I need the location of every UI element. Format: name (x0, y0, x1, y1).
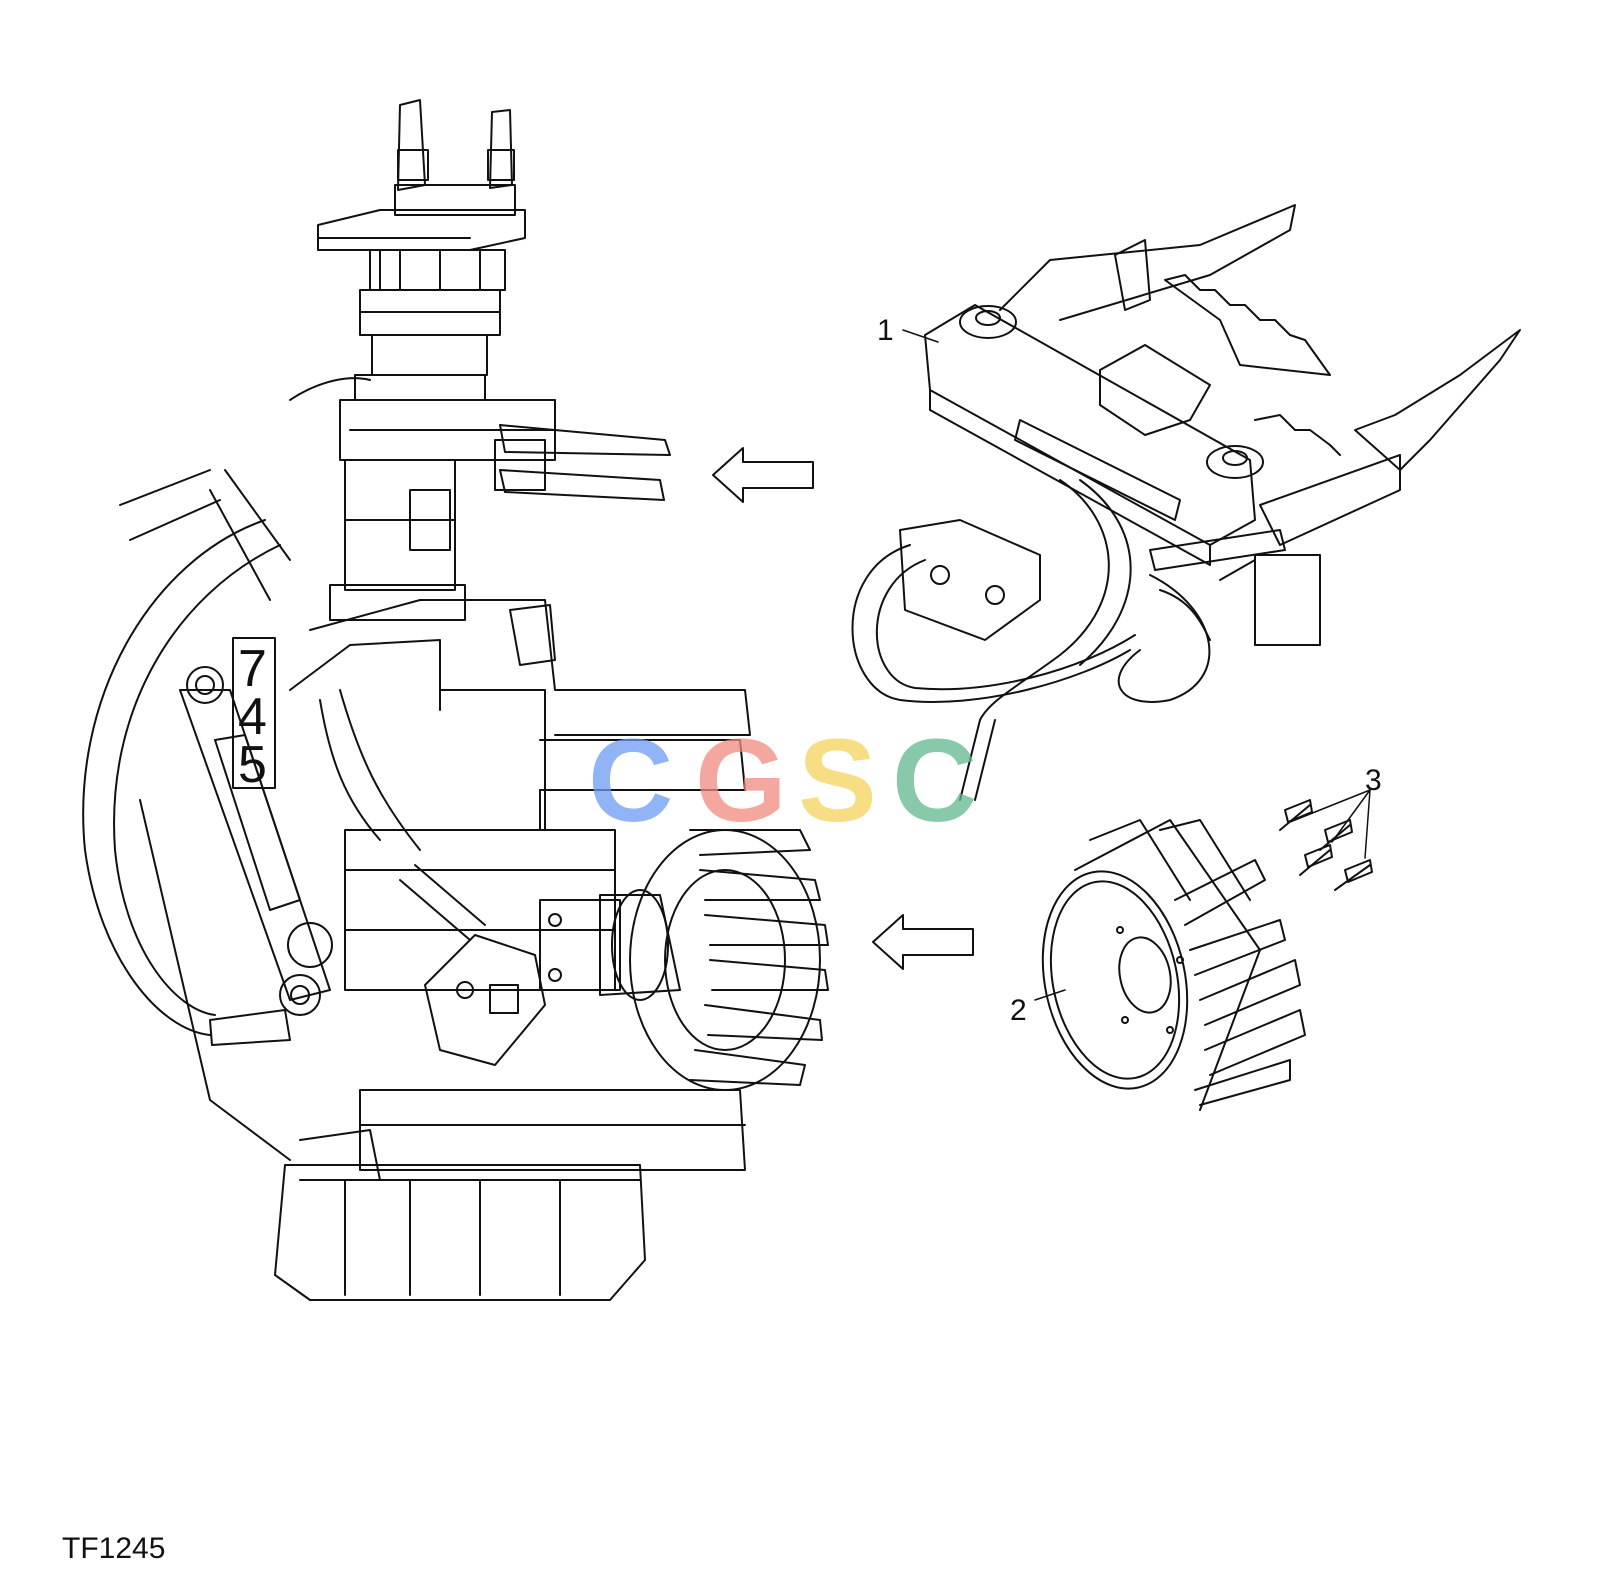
watermark-letter-s: S (798, 715, 877, 847)
watermark-letter-c1: C (588, 715, 674, 847)
screws-part (1280, 800, 1372, 890)
arrow-lower-icon (873, 915, 973, 969)
watermark-letter-c2: C (892, 715, 978, 847)
plate-digit-3: 5 (238, 736, 267, 794)
arrow-upper-icon (713, 448, 813, 502)
harvester-head-assembly (83, 100, 828, 1300)
feed-roller-part (1024, 820, 1305, 1110)
model-number-plate (233, 638, 275, 788)
plate-digit-2: 4 (238, 688, 267, 746)
delimb-knife-assembly (853, 205, 1521, 800)
callout-2: 2 (1010, 994, 1027, 1027)
feed-roller (630, 830, 828, 1090)
plate-digit-1: 7 (238, 640, 267, 698)
callout-1: 1 (877, 314, 894, 347)
watermark-letter-g: G (695, 715, 787, 847)
callout-3: 3 (1365, 764, 1382, 797)
leader-lines (903, 330, 1370, 1000)
figure-id-label: TF1245 (62, 1532, 166, 1565)
